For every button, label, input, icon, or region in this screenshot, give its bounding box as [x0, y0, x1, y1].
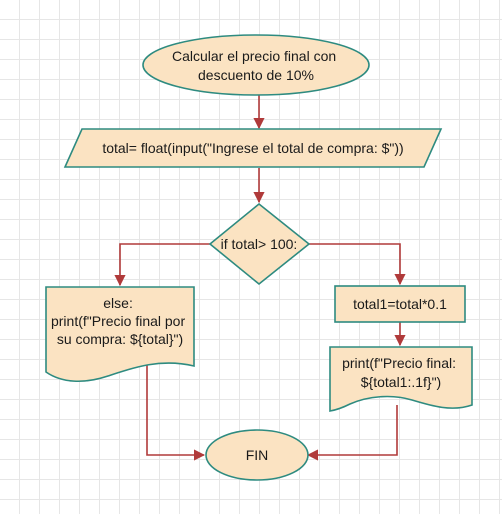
decision-diamond: [208, 202, 311, 286]
calc-label: total1=total*0.1: [353, 296, 447, 312]
else-label-line-1: else:: [103, 295, 133, 311]
print-final-label: print(f"Precio final: ${total1:.1f}"): [342, 355, 460, 390]
input-label: total= float(input("Ingrese el total de …: [102, 140, 403, 156]
node-calc[interactable]: total1=total*0.1: [334, 285, 466, 323]
end-ellipse: [205, 429, 309, 481]
edge-decision-to-calc: [309, 243, 406, 286]
else-label: else: print(f"Precio final por su compra…: [51, 295, 189, 347]
print-final-document: [329, 346, 473, 412]
calc-rect: [334, 285, 466, 323]
decision-label-line-1: if total> 100:: [221, 236, 298, 252]
edge-print-to-end: [306, 405, 398, 461]
input-label-line-1: total= float(input("Ingrese el total de …: [102, 140, 403, 156]
end-label-line-1: FIN: [246, 447, 269, 463]
start-ellipse: [142, 34, 370, 96]
decision-label: if total> 100:: [221, 236, 298, 252]
print-final-label-line-1: print(f"Precio final:: [342, 355, 456, 371]
calc-label-line-1: total1=total*0.1: [353, 296, 447, 312]
node-else[interactable]: else: print(f"Precio final por su compra…: [45, 286, 195, 383]
node-input[interactable]: total= float(input("Ingrese el total de …: [63, 128, 443, 168]
else-label-line-3: su compra: ${total}"): [57, 331, 183, 347]
edge-decision-to-else: [114, 243, 210, 287]
else-document: [45, 286, 195, 383]
else-label-line-2: print(f"Precio final por: [51, 313, 185, 329]
node-end[interactable]: FIN: [205, 429, 309, 481]
node-print-final[interactable]: print(f"Precio final: ${total1:.1f}"): [329, 346, 473, 412]
start-label: Calcular el precio final con descuento d…: [172, 48, 340, 83]
print-final-label-line-2: ${total1:.1f}"): [361, 374, 441, 390]
input-parallelogram: [63, 128, 443, 168]
end-label: FIN: [246, 447, 269, 463]
connectors: [114, 95, 406, 461]
start-label-line-1: Calcular el precio final con: [172, 48, 336, 64]
node-decision[interactable]: if total> 100:: [208, 202, 311, 286]
edge-else-to-end: [146, 360, 206, 461]
start-label-line-2: descuento de 10%: [198, 67, 314, 83]
node-start[interactable]: Calcular el precio final con descuento d…: [142, 34, 370, 96]
